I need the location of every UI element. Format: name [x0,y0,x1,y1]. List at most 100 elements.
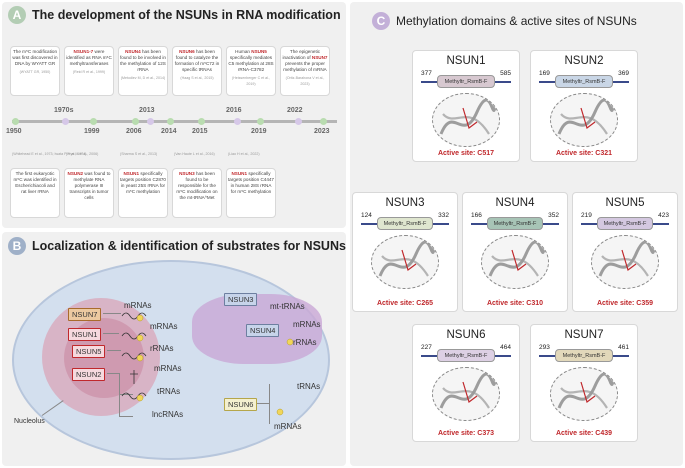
protein-structure-view [432,367,500,421]
event-text: The first eukaryotic m⁵C was identified … [13,171,57,194]
panel-c-domains: C Methylation domains & active sites of … [350,2,683,466]
protein-name: NSUN6 [446,329,486,341]
trna-icon [130,370,138,384]
protein-name: NSUN2 [564,55,604,67]
bottom-reference: (Van Haute L et al., 2016) [174,152,215,156]
event-highlight: NSUN6 [179,49,195,54]
event-text: has been found to be responsible for the… [176,171,218,200]
event-highlight: NSUN7 [311,55,328,60]
events_bottom-event-1: NSUN2 was found to methylate RNA polymer… [64,168,114,218]
event-reference: (WYATT GR, 1950) [19,70,51,74]
substrate-rrnas-nsun5: rRNAs [150,344,174,353]
connector [107,350,121,351]
domain-start: 377 [421,70,432,77]
enzyme-nsun5: NSUN5 [72,345,106,358]
timeline-dot [12,118,19,125]
events_top-event-2: NSUN4 has been found to be involved in t… [118,46,168,96]
active-site-label: Active site: C359 [596,300,654,307]
panel-a-badge: A [8,6,26,24]
event-highlight: NSUN3 [179,171,195,176]
domain-start: 166 [471,212,482,219]
protein-name: NSUN7 [564,329,604,341]
protein-structure-view [371,235,439,289]
events_top-event-0: The m⁵C modification was first discovere… [10,46,60,96]
timeline-dot [320,118,327,125]
events_top-event-1: NSUN1-7 were identified as RNA m⁵C methy… [64,46,114,96]
domain-end: 464 [500,344,511,351]
timeline-dot [234,118,241,125]
panel-c-title: Methylation domains & active sites of NS… [396,14,637,28]
substrate-mrnas-nsun7: mRNAs [124,301,152,310]
panel-a-title: The development of the NSUNs in RNA modi… [32,8,341,22]
m5c-mark-icon [136,394,144,402]
connector [119,416,133,417]
substrate-trnas-nsun6: tRNAs [297,382,321,391]
enzyme-nsun3: NSUN3 [224,293,258,306]
methyltransferase-domain: Methyltr_RsmB-F [437,349,495,362]
events_top-event-5: The epigenetic inactivation of NSUN7 pre… [280,46,330,96]
enzyme-nsun2: NSUN2 [72,368,106,381]
timeline-dot [198,118,205,125]
domain-end: 423 [658,212,669,219]
active-site-label: Active site: C439 [555,430,613,437]
substrate-mrnas-nsun1: mRNAs [150,322,178,331]
events_bottom-event-0: The first eukaryotic m⁵C was identified … [10,168,60,218]
protein-name: NSUN1 [446,55,486,67]
domain-start: 124 [361,212,372,219]
events_bottom-event-4: NSUN1 specifically targets position C444… [226,168,276,218]
protein-structure-view [481,235,549,289]
domain-start: 293 [539,344,550,351]
protein-name: NSUN5 [605,197,645,209]
m5c-mark-icon [286,338,294,346]
domain-end: 585 [500,70,511,77]
panel-a-title-row: A The development of the NSUNs in RNA mo… [8,6,341,24]
methyltransferase-domain: Methyltr_RsmB-F [487,217,543,230]
event-reference: (Metodiev M, D et al., 2014) [120,76,166,80]
domain-end: 369 [618,70,629,77]
event-reference: (Reid R et al., 1999) [72,70,106,74]
protein-name: NSUN4 [495,197,535,209]
enzyme-nsun7: NSUN7 [68,308,102,321]
timeline-axis [12,120,337,123]
panel-a-timeline: A The development of the NSUNs in RNA mo… [2,2,346,228]
connector [269,384,270,424]
timeline-dot [132,118,139,125]
methyltransferase-domain: Methyltr_RsmB-F [597,217,653,230]
event-highlight: NSUN5 [251,49,267,54]
event-highlight: NSUN1 [123,171,140,176]
methyltransferase-domain: Methyltr_RsmB-F [555,349,613,362]
substrate-mrnas-nsun4: mRNAs [293,320,321,329]
event-text: The m⁵C modification was first discovere… [12,49,58,66]
year-label: 2016 [226,107,242,114]
nucleolus-label: Nucleolus [14,418,45,425]
substrate-rrnas-nsun4: rRNAs [293,338,317,347]
event-reference: (Ortiz-Barahona V et al., 2023) [285,76,325,86]
year-label: 1999 [84,128,100,135]
panel-b-badge: B [8,237,26,255]
timeline-dot [90,118,97,125]
substrate-trnas-nsun2: tRNAs [157,387,181,396]
year-label: 2019 [251,128,267,135]
events_bottom-event-3: NSUN3 has been found to be responsible f… [172,168,222,218]
rna-strand-icon [121,312,147,320]
connector [119,373,120,417]
rna-strand-icon [121,352,147,360]
panel-b-title: Localization & identification of substra… [32,239,346,253]
events_top-event-3: NSUN6 has been found to catalyze the for… [172,46,222,96]
substrate-mrnas-nsun2: mRNAs [154,364,182,373]
substrate-lncrnas-nsun2: lncRNAs [152,410,184,419]
year-label: 2015 [192,128,208,135]
active-site-label: Active site: C373 [437,430,495,437]
panel-b-localization: B Localization & identification of subst… [2,232,346,466]
event-text: specifically mediates C5 methylation at … [228,55,274,72]
domain-start: 169 [539,70,550,77]
connector [257,403,269,404]
active-site-label: Active site: C265 [376,300,434,307]
protein-structure-view [432,93,500,147]
m5c-mark-icon [136,314,144,322]
methyltransferase-domain: Methyltr_RsmB-F [555,75,613,88]
